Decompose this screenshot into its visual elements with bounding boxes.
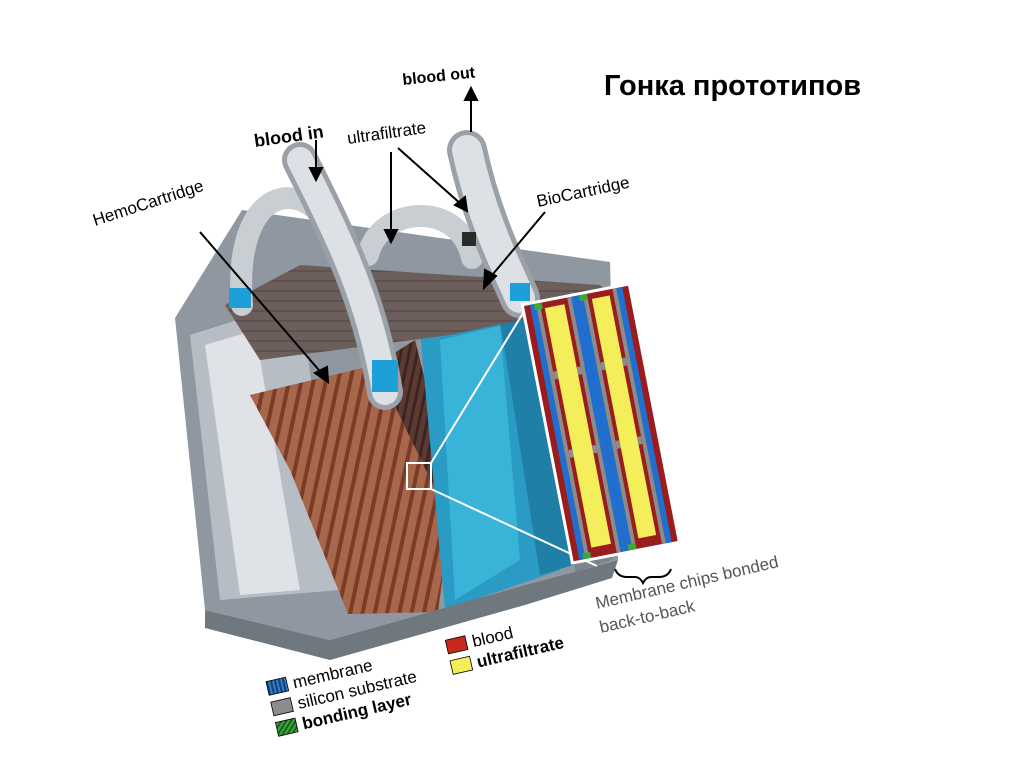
label-ultrafiltrate: ultrafiltrate <box>346 118 427 148</box>
membrane-chip-detail <box>520 282 682 565</box>
arrows <box>199 85 546 385</box>
connector-left <box>229 288 251 308</box>
hemocartridge-face <box>250 365 450 614</box>
tubes <box>229 130 540 410</box>
chip-brace <box>614 568 672 586</box>
legend-swatch-ultrafiltrate <box>449 655 474 675</box>
blood-in-tube <box>287 147 398 405</box>
legend-swatch-membrane <box>265 676 290 696</box>
label-biocartridge: BioCartridge <box>535 173 631 211</box>
legend: membrane silicon substrate bonding layer… <box>265 623 566 737</box>
legend-swatch-silicon-substrate <box>270 697 294 717</box>
zoom-region <box>406 462 432 490</box>
page-title: Гонка прототипов <box>604 70 862 102</box>
label-blood-out: blood out <box>402 64 477 89</box>
connector-blood-out <box>510 283 530 301</box>
connector-blood-in <box>372 360 398 392</box>
label-hemocartridge: HemoCartridge <box>90 176 205 230</box>
legend-swatch-blood <box>444 635 469 655</box>
legend-swatch-bonding-layer <box>274 717 299 737</box>
